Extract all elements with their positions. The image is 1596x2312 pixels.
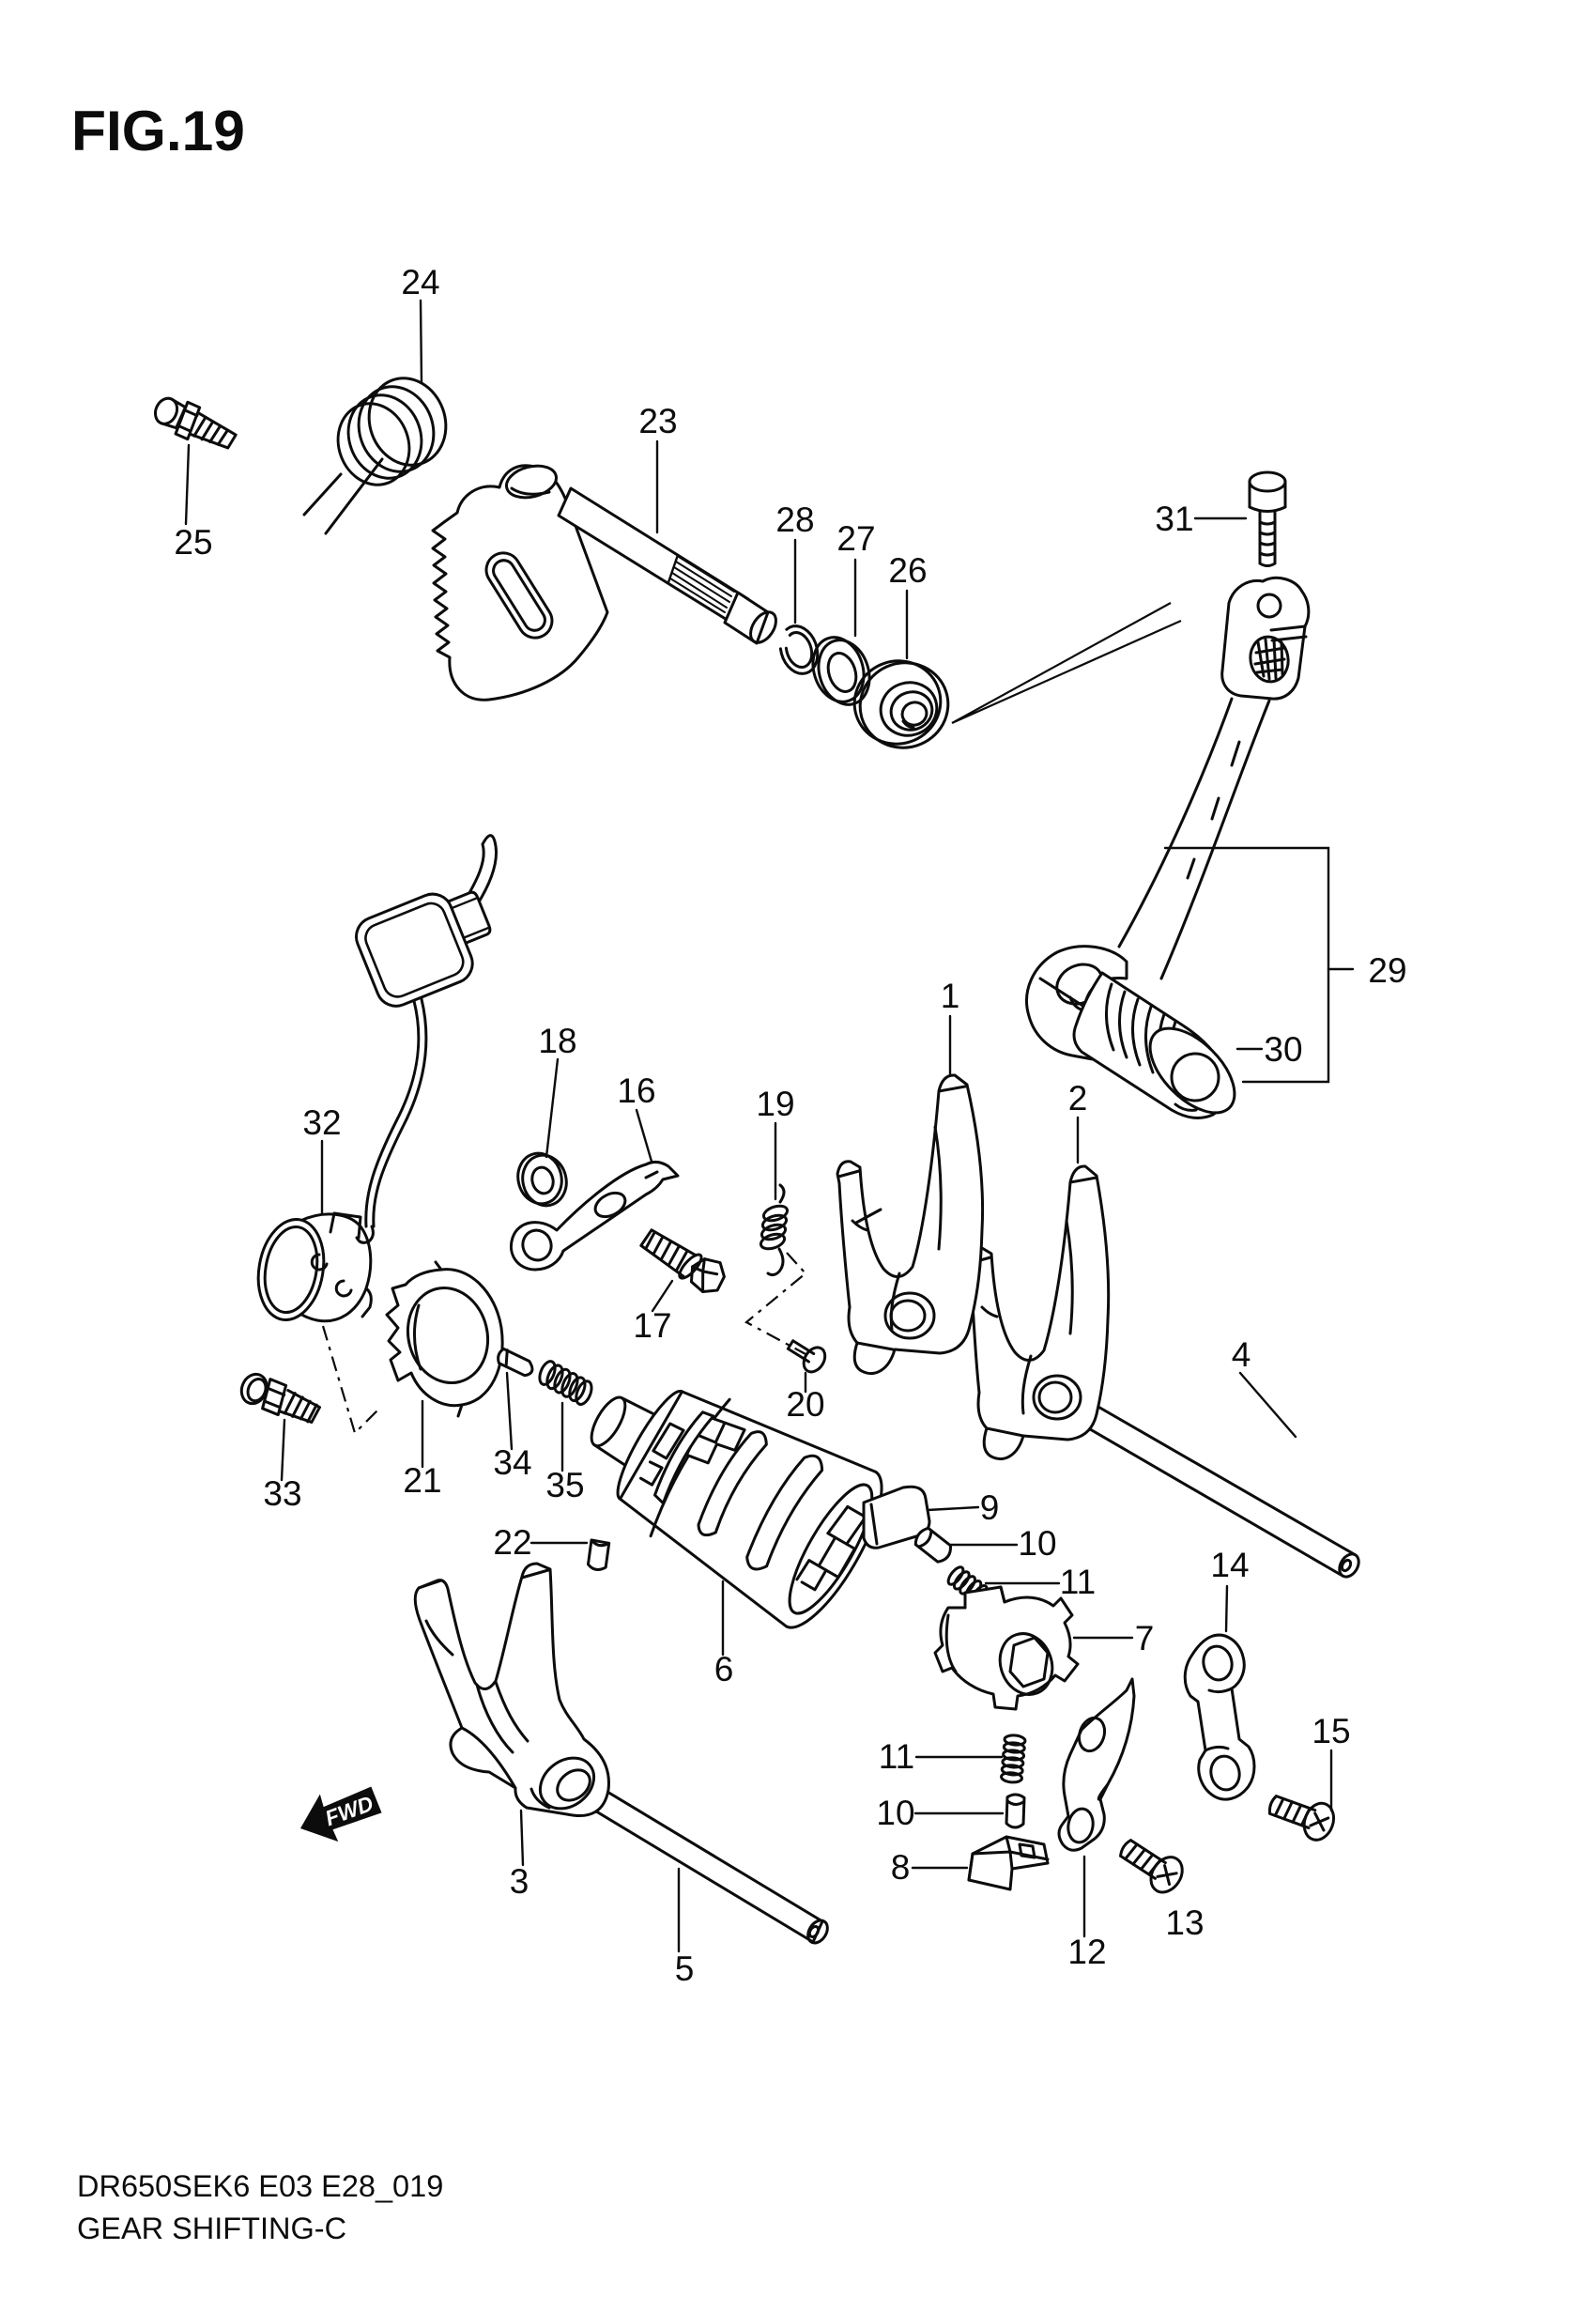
svg-text:11: 11 [879, 1737, 914, 1776]
svg-text:9: 9 [980, 1488, 1000, 1527]
svg-text:34: 34 [493, 1443, 531, 1482]
svg-text:FIG.19: FIG.19 [71, 99, 245, 162]
svg-text:13: 13 [1165, 1904, 1204, 1942]
svg-text:33: 33 [263, 1474, 301, 1513]
svg-text:28: 28 [775, 501, 814, 539]
svg-text:16: 16 [617, 1071, 655, 1110]
svg-text:15: 15 [1312, 1712, 1350, 1750]
svg-text:27: 27 [836, 519, 875, 558]
svg-text:29: 29 [1368, 951, 1406, 990]
svg-text:30: 30 [1264, 1030, 1302, 1069]
svg-text:2: 2 [1068, 1079, 1088, 1117]
svg-text:6: 6 [714, 1650, 734, 1688]
svg-text:17: 17 [633, 1306, 671, 1345]
svg-text:7: 7 [1135, 1619, 1155, 1657]
svg-text:4: 4 [1232, 1335, 1251, 1374]
svg-text:23: 23 [638, 402, 677, 440]
svg-text:14: 14 [1210, 1546, 1249, 1584]
svg-text:11: 11 [1060, 1563, 1096, 1601]
svg-text:35: 35 [545, 1466, 584, 1504]
svg-text:32: 32 [302, 1103, 341, 1142]
svg-text:18: 18 [538, 1022, 576, 1060]
svg-text:1: 1 [941, 977, 960, 1015]
svg-text:25: 25 [174, 523, 212, 562]
svg-text:GEAR SHIFTING-C: GEAR SHIFTING-C [77, 2212, 346, 2245]
svg-text:8: 8 [891, 1848, 911, 1887]
svg-text:3: 3 [510, 1862, 529, 1901]
svg-text:DR650SEK6 E03 E28_019: DR650SEK6 E03 E28_019 [77, 2169, 443, 2203]
svg-text:24: 24 [401, 263, 439, 301]
svg-text:22: 22 [493, 1523, 531, 1562]
svg-text:26: 26 [888, 551, 927, 590]
svg-text:19: 19 [756, 1085, 794, 1123]
svg-text:31: 31 [1155, 500, 1193, 538]
svg-text:12: 12 [1067, 1933, 1106, 1971]
svg-text:5: 5 [675, 1950, 695, 1988]
svg-text:10: 10 [876, 1794, 914, 1832]
svg-text:10: 10 [1018, 1524, 1056, 1563]
